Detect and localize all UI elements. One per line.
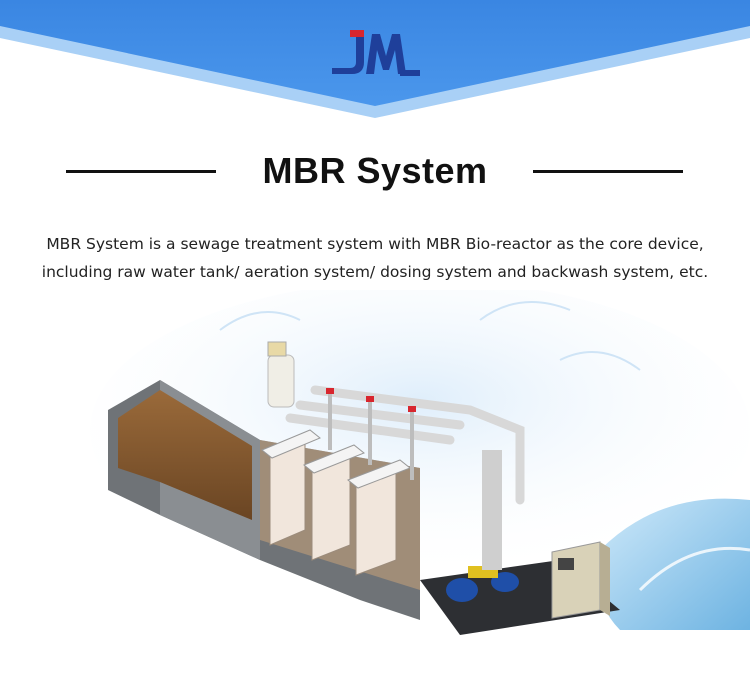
description-line-1: MBR System is a sewage treatment system … (46, 235, 704, 253)
title-row: MBR System (0, 146, 750, 198)
title-divider-right (533, 170, 683, 173)
description: MBR System is a sewage treatment system … (20, 230, 730, 286)
mbr-system-diagram-icon (90, 290, 750, 635)
title-divider-left (66, 170, 216, 173)
description-line-2: including raw water tank/ aeration syste… (41, 263, 709, 281)
page-title: MBR System (262, 150, 488, 191)
jm-logo-icon (332, 30, 420, 76)
